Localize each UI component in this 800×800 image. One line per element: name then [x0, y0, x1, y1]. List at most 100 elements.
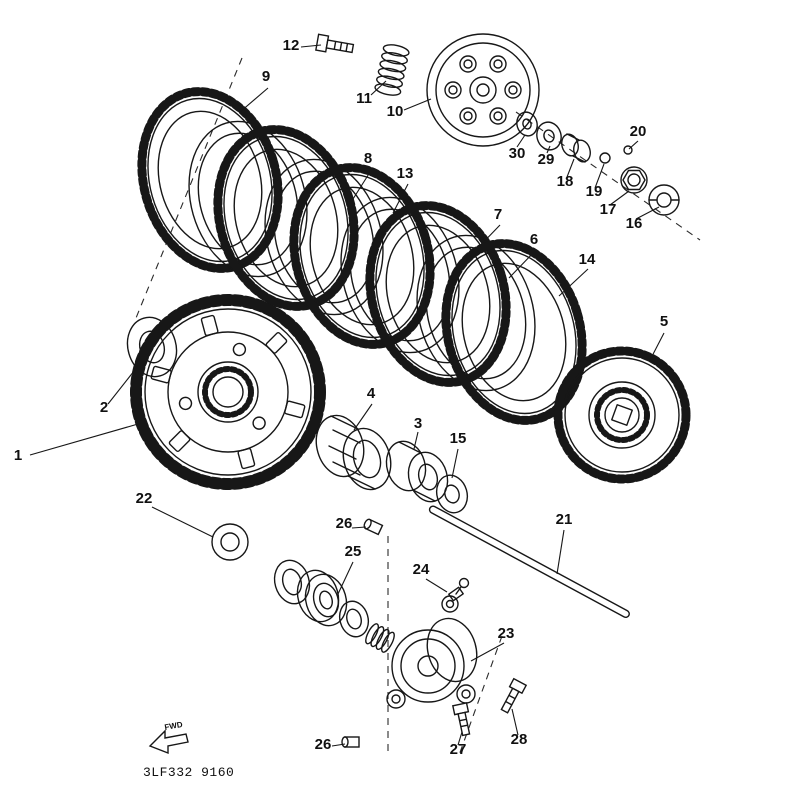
dowel-pin-lower: [341, 736, 360, 748]
part-callout-11: 11: [356, 90, 372, 107]
part-callout-13: 13: [397, 165, 414, 182]
drawing-code: 3LF332 9160: [143, 765, 234, 780]
leader-line-8: [352, 168, 373, 200]
piston-spring: [365, 623, 395, 653]
part-callout-19: 19: [586, 183, 603, 200]
part-19-ball: [599, 152, 611, 164]
leader-line-17: [609, 190, 630, 206]
seal-stack: [273, 559, 395, 653]
needle-bearing: [315, 414, 392, 491]
spacer-collar: [385, 440, 449, 503]
leader-line-30: [516, 134, 526, 148]
part-callout-14: 14: [579, 251, 596, 268]
part-callout-27: 27: [450, 741, 467, 758]
leader-line-27: [457, 731, 463, 746]
push-rod: [428, 505, 630, 619]
part-17-nut: [620, 166, 648, 194]
leader-line-29: [546, 145, 551, 154]
leader-line-20: [628, 140, 639, 150]
part-callout-9: 9: [262, 68, 270, 85]
leader-line-9: [239, 87, 269, 113]
part-29-plate-washer: [536, 121, 562, 151]
part-callout-22: 22: [136, 490, 153, 507]
part-callout-20: 20: [630, 123, 647, 140]
part-callout-16: 16: [626, 215, 643, 232]
part-callout-29: 29: [538, 151, 555, 168]
part-callout-1: 1: [14, 447, 22, 464]
construction-line: [457, 635, 503, 759]
leader-line-7: [472, 224, 501, 254]
part-callout-28: 28: [511, 731, 528, 748]
leader-line-14: [558, 268, 589, 297]
leader-line-3: [413, 431, 419, 450]
friction-plate: [441, 239, 587, 425]
leader-line-1: [29, 423, 139, 456]
part-callout-23: 23: [498, 625, 515, 642]
seal-ring: [273, 559, 311, 605]
part-callout-15: 15: [450, 430, 467, 447]
part-18-spacer: [561, 133, 591, 163]
flange-bolt-28: [500, 677, 528, 714]
leader-line-5: [648, 332, 665, 363]
leader-line-12: [300, 44, 322, 48]
friction-plate: [213, 125, 359, 311]
part-callout-24: 24: [413, 561, 430, 578]
bleeder-joint: [441, 577, 470, 613]
part-callout-26-lower: 26: [315, 736, 332, 753]
leader-line-26b: [331, 743, 346, 747]
fwd-label: FWD: [164, 720, 184, 732]
part-20-pin: [623, 145, 633, 155]
part-callout-25: 25: [345, 543, 362, 560]
leader-line-13: [392, 183, 409, 214]
pressure-plate: [426, 33, 540, 147]
part-callout-30: 30: [509, 145, 526, 162]
spring-bolt: [315, 33, 355, 54]
construction-line: [515, 111, 701, 241]
leader-line-10: [403, 98, 432, 111]
leader-line-15: [451, 448, 459, 479]
part-callout-10: 10: [387, 103, 404, 120]
blind-cap: [211, 523, 249, 561]
leader-line-26a: [351, 526, 367, 529]
leader-line-28: [511, 708, 519, 736]
part-callout-3: 3: [414, 415, 422, 432]
friction-plate: [137, 87, 283, 273]
clutch-spring: [374, 44, 410, 96]
part-30-washer: [516, 111, 538, 137]
part-callout-12: 12: [283, 37, 300, 54]
leader-line-16: [635, 206, 660, 220]
part-callout-26-upper: 26: [336, 515, 353, 532]
part-callout-7: 7: [494, 206, 502, 223]
leader-line-23: [470, 642, 505, 662]
part-callout-6: 6: [530, 231, 538, 248]
leader-line-21: [556, 529, 565, 575]
fwd-arrow-shape: [148, 729, 189, 755]
construction-lines: [135, 57, 701, 759]
plain-washer: [435, 474, 469, 514]
part-callout-4: 4: [367, 385, 376, 402]
part-16-lock-washer: [648, 184, 680, 216]
leader-line-18: [566, 158, 575, 178]
leader-line-2: [107, 365, 139, 405]
leader-line-11: [370, 80, 387, 96]
piston: [296, 569, 348, 627]
leader-line-25: [337, 561, 354, 595]
part-callout-2: 2: [100, 399, 108, 416]
flange-bolt-27: [451, 702, 471, 737]
leader-line-6: [508, 249, 537, 279]
part-callout-17: 17: [600, 201, 617, 218]
part-callout-5: 5: [660, 313, 668, 330]
fwd-arrow: FWD: [148, 720, 189, 755]
leader-line-19: [594, 163, 605, 189]
leader-line-4: [353, 403, 373, 431]
leader-line-22: [151, 506, 214, 538]
part-callout-18: 18: [557, 173, 574, 190]
part-callouts: 1 2 3 4 5 6 7 8 9 10 11 12 13 14 15 16 1…: [14, 37, 668, 758]
release-cylinder: [386, 617, 478, 709]
leader-line-24: [425, 578, 448, 593]
clutch-boss: [130, 294, 326, 490]
dowel-pin-upper: [363, 518, 384, 536]
part-callout-21: 21: [556, 511, 573, 528]
